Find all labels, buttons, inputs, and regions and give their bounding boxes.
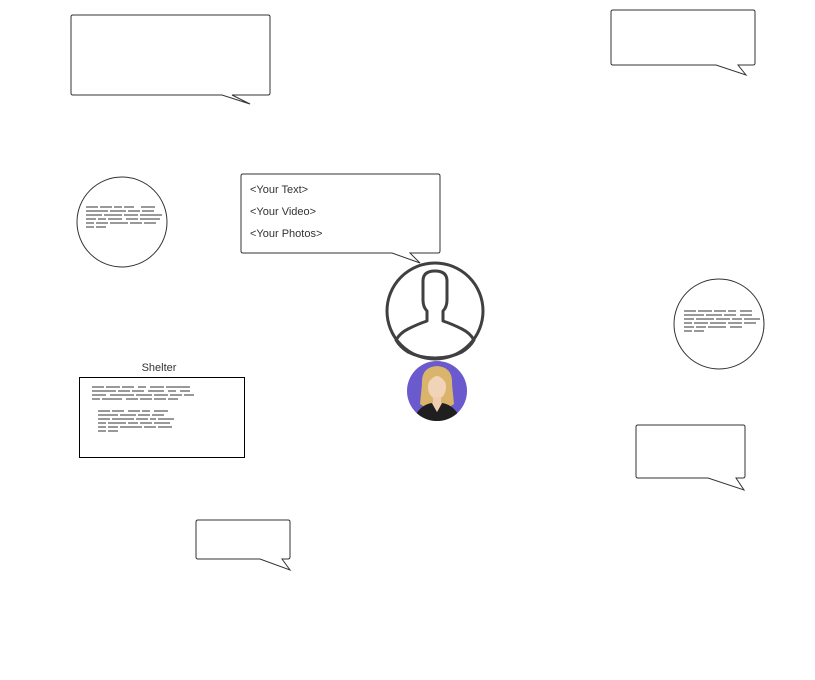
speech-bubble-bottom[interactable] [195,519,292,572]
woman-portrait-avatar[interactable] [407,361,467,424]
placeholder-text-shelter [92,386,194,432]
shelter-box[interactable] [79,377,245,458]
placeholder-text-right-circle [684,310,760,332]
placeholder-text-left-circle [86,206,162,228]
your-text-item[interactable]: <Your Text> [250,184,309,196]
shelter-label: Shelter [141,362,177,374]
speech-bubble-top-right[interactable] [610,9,756,77]
speech-bubble-top-left[interactable] [70,14,271,105]
main-bubble-content: <Your Text> <Your Video> <Your Photos> [250,179,322,245]
speech-bubble-bottom-right[interactable] [635,424,746,491]
person-silhouette-icon[interactable] [385,261,485,361]
speech-bubble-main[interactable] [240,173,441,264]
your-video-item[interactable]: <Your Video> [250,206,317,218]
your-photos-item[interactable]: <Your Photos> [250,228,323,240]
